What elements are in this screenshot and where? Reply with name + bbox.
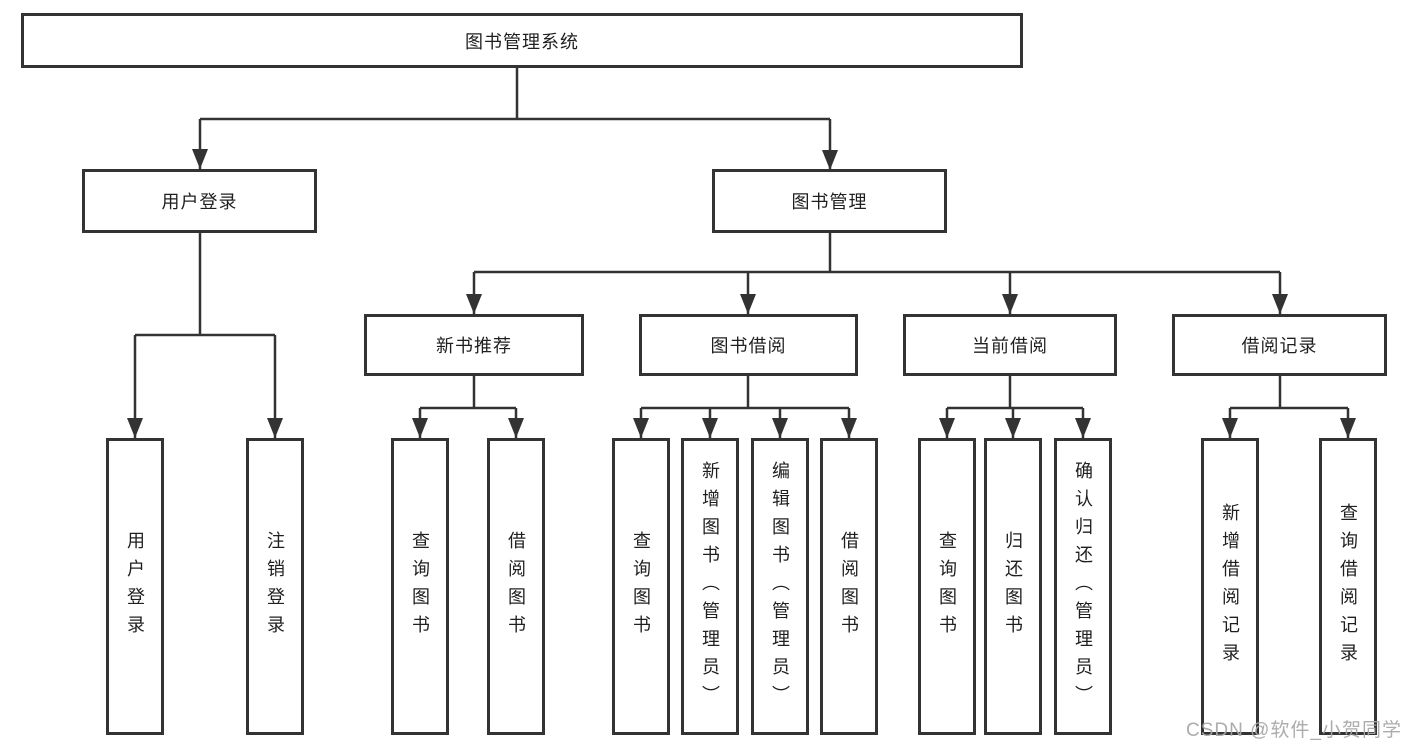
leaf-borrow-books-recommend: 借阅图书: [487, 438, 545, 735]
leaf-query-books-recommend: 查询图书: [391, 438, 449, 735]
arrowheads: [127, 149, 1356, 438]
node-book-management: 图书管理: [712, 169, 947, 233]
leaf-logout: 注销登录: [246, 438, 304, 735]
leaf-borrow-books-borrowing: 借阅图书: [820, 438, 878, 735]
leaf-add-borrow-record: 新增借阅记录: [1201, 438, 1259, 735]
leaf-edit-book-admin: 编辑图书（管理员）: [751, 438, 809, 735]
leaf-confirm-return-admin: 确认归还（管理员）: [1054, 438, 1112, 735]
node-user-login: 用户登录: [82, 169, 317, 233]
node-borrowing-records: 借阅记录: [1172, 314, 1387, 376]
connector-path: [133, 68, 1350, 438]
node-library-management-system: 图书管理系统: [21, 13, 1023, 68]
watermark-text: CSDN @软件_小贺同学: [1186, 720, 1402, 741]
leaf-query-borrow-record: 查询借阅记录: [1319, 438, 1377, 735]
leaf-query-books-current: 查询图书: [918, 438, 976, 735]
node-new-book-recommend: 新书推荐: [364, 314, 584, 376]
leaf-user-login: 用户登录: [106, 438, 164, 735]
leaf-query-books-borrowing: 查询图书: [612, 438, 670, 735]
leaf-add-book-admin: 新增图书（管理员）: [681, 438, 739, 735]
node-current-borrowing: 当前借阅: [903, 314, 1117, 376]
leaf-return-book: 归还图书: [984, 438, 1042, 735]
node-book-borrowing: 图书借阅: [639, 314, 858, 376]
